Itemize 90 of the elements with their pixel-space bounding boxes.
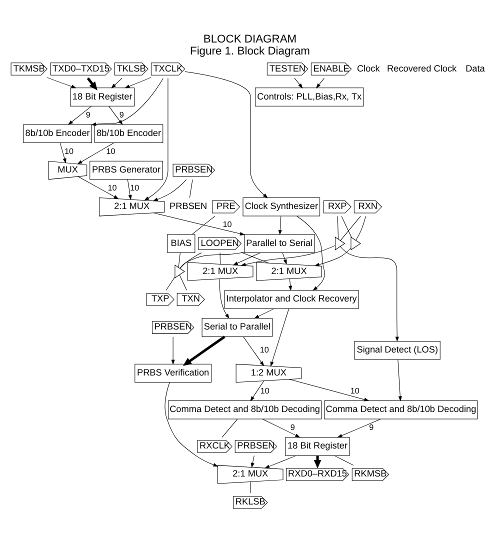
node-triangle (350, 236, 360, 250)
node-box: BIAS (166, 234, 195, 253)
arrow (184, 71, 268, 198)
arrow (397, 360, 402, 402)
node-box: PRBS Generator (89, 160, 162, 180)
node-box: Comma Detect and 8b/10b Decoding (167, 400, 322, 420)
label: Recovered Clock (386, 63, 456, 74)
node-box: Comma Detect and 8b/10b Decoding (324, 400, 478, 420)
connector (165, 276, 175, 290)
connector (334, 455, 354, 466)
arrow (288, 278, 292, 291)
arrow (218, 278, 230, 319)
edge-label: 9 (118, 110, 124, 120)
connector (355, 216, 366, 240)
arrow (314, 248, 351, 266)
arrow (164, 382, 218, 467)
connector (188, 179, 192, 198)
connector (179, 252, 244, 269)
arrow (152, 212, 244, 236)
connector (340, 216, 360, 241)
label: Clock (356, 63, 380, 74)
edge-label: 9 (85, 110, 90, 120)
arrow (250, 380, 264, 402)
caption: Figure 1. Block Diagram (190, 46, 310, 58)
arrow (170, 336, 174, 365)
arrow (46, 77, 76, 88)
node-box: 18 Bit Register (284, 437, 350, 456)
node-box: 8b/10b Encoder (22, 124, 92, 144)
connector (240, 252, 268, 264)
node-box: 18 Bit Register (70, 88, 134, 106)
node-box: Controls: PLL,Bias,Rx, Tx (254, 88, 364, 106)
connector (191, 216, 215, 235)
arrow (250, 455, 254, 468)
arrow (253, 308, 274, 319)
arrow (278, 216, 282, 236)
edge-label: 10 (350, 386, 359, 396)
connector (221, 418, 238, 438)
node-box: Interpolator and Clock Recovery (224, 290, 358, 309)
arrow (262, 418, 300, 438)
node-box: Parallel to Serial (244, 234, 314, 253)
node-box: 8b/10b Encoder (94, 124, 163, 144)
arrow (288, 379, 369, 402)
arrow (108, 106, 122, 126)
edge-label: 10 (64, 146, 74, 156)
edge-label: 9 (290, 423, 294, 432)
arrow (336, 418, 380, 438)
node-triangle (334, 236, 345, 250)
arrow (296, 216, 324, 291)
arrow (264, 455, 296, 468)
arrow (77, 176, 118, 200)
edge-label: 10 (106, 146, 115, 156)
arrow (240, 245, 335, 266)
edge-label: 9 (368, 423, 374, 432)
diagram-title: BLOCK DIAGRAM (202, 33, 296, 46)
connector (336, 216, 338, 240)
node-box: 1:2 MUX (235, 364, 302, 383)
arrow (242, 336, 264, 366)
arrow (294, 78, 302, 88)
node-box: Signal Detect (LOS) (354, 340, 440, 360)
arrow (110, 78, 122, 88)
connector (178, 252, 180, 268)
connector (219, 252, 220, 264)
edge-label: 10 (260, 386, 269, 396)
arrow (232, 252, 260, 266)
connector (178, 274, 186, 290)
arrow (144, 78, 168, 201)
node-box: Clock Synthesizer (242, 197, 320, 216)
arrow (182, 336, 225, 366)
arrow (59, 142, 66, 164)
arrow (124, 77, 151, 88)
node-triangle (174, 264, 184, 278)
connector (179, 252, 202, 269)
edge-label: 10 (107, 184, 116, 193)
connector (340, 216, 352, 238)
node-box: PRBS Verification (134, 364, 211, 383)
arrow (282, 252, 286, 265)
arrow (90, 78, 163, 126)
node-text: PRBSEN (169, 201, 207, 212)
arrow (315, 78, 324, 88)
arrow (152, 179, 186, 202)
node-box: Serial to Parallel (201, 318, 272, 337)
edge-label: 10 (130, 184, 139, 193)
arrow (126, 179, 132, 200)
arrow (270, 308, 289, 367)
arrow (76, 142, 114, 164)
arrow (340, 246, 398, 342)
label: Data (465, 63, 484, 74)
edge-label: 10 (222, 220, 232, 230)
arrow (67, 106, 92, 125)
edge-label: 10 (259, 345, 268, 354)
